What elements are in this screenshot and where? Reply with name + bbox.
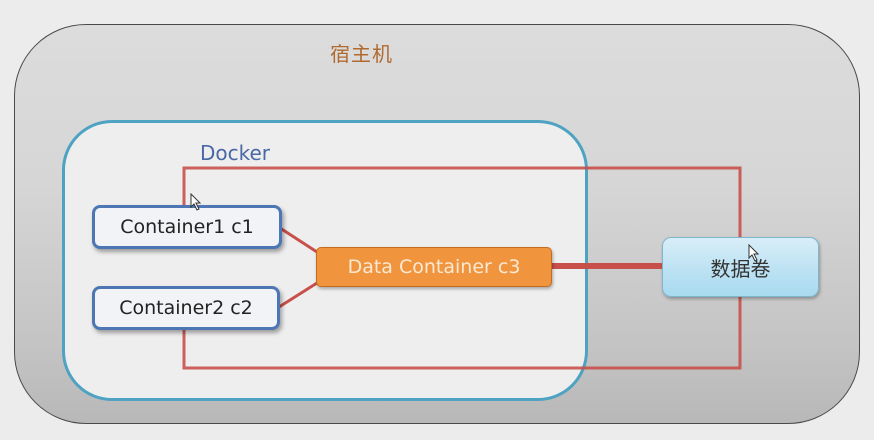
container2-label: Container2 c2 [119, 297, 253, 319]
data-container-box: Data Container c3 [316, 247, 552, 287]
connector-c1-c3 [279, 226, 318, 254]
data-volume-box: 数据卷 [662, 237, 819, 297]
container2-box: Container2 c2 [92, 286, 280, 330]
mouse-cursor-icon [748, 244, 760, 262]
mouse-cursor-icon [190, 193, 202, 211]
data-volume-label: 数据卷 [710, 256, 771, 281]
connector-c2-c3 [278, 281, 318, 309]
connector-c1-volume [182, 166, 742, 238]
docker-label: Docker [200, 141, 271, 165]
container1-label: Container1 c1 [120, 216, 254, 238]
container1-box: Container1 c1 [92, 205, 282, 249]
data-container-label: Data Container c3 [347, 256, 521, 278]
connector-c2-volume [182, 296, 742, 370]
host-machine-label: 宿主机 [330, 42, 393, 66]
